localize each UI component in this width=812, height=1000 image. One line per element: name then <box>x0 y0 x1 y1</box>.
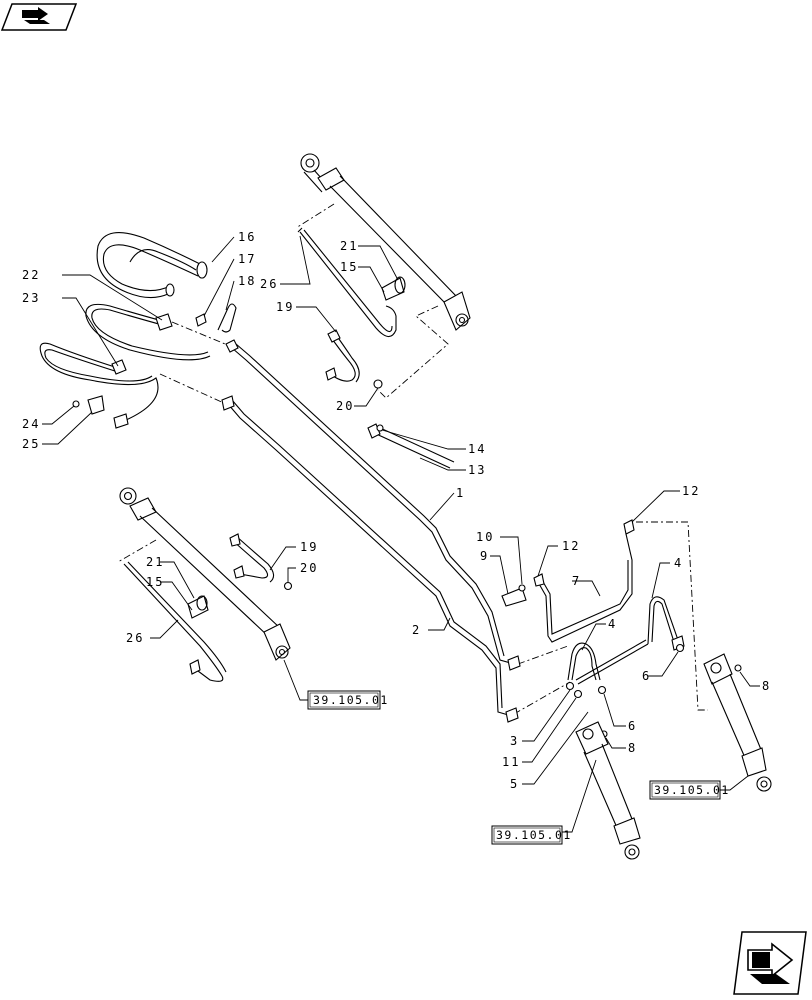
next-page-icon[interactable] <box>733 931 807 995</box>
hose-4 <box>567 596 685 685</box>
clip-18 <box>217 303 237 333</box>
clamp-9 <box>501 587 527 607</box>
fitting-10 <box>518 584 526 592</box>
svg-text:39.105.01: 39.105.01 <box>496 828 572 842</box>
callout-14: 14 <box>468 442 486 456</box>
callout-22: 22 <box>22 268 40 282</box>
fitting-24 <box>72 400 80 408</box>
left-lift-cylinder <box>119 487 291 661</box>
fitting-8-right <box>734 664 742 672</box>
callout-4a: 4 <box>608 617 617 631</box>
callout-16: 16 <box>238 230 256 244</box>
callout-15a: 15 <box>340 260 358 274</box>
coil-hose-16 <box>96 232 208 299</box>
clamp-25 <box>87 395 105 415</box>
tube-7 <box>533 519 635 643</box>
reference-box-right[interactable]: 39.105.01 <box>649 780 730 800</box>
connection-dash-5 <box>517 645 569 665</box>
callout-6a: 6 <box>642 669 651 683</box>
callout-20a: 20 <box>336 399 354 413</box>
callout-15b: 15 <box>146 575 164 589</box>
lower-hose-19 <box>229 533 275 583</box>
callout-24: 24 <box>22 417 40 431</box>
connection-dash-1 <box>171 321 231 347</box>
lower-clamp-15 <box>187 595 209 619</box>
upper-lift-cylinder <box>300 153 471 331</box>
callout-26a: 26 <box>260 277 278 291</box>
long-tube-2 <box>221 395 519 723</box>
callout-18: 18 <box>238 274 256 288</box>
fitting-6-upper <box>675 643 685 653</box>
lower-fitting-20 <box>283 581 293 591</box>
callout-8a: 8 <box>762 679 771 693</box>
callout-10: 10 <box>476 530 494 544</box>
callout-7: 7 <box>572 574 581 588</box>
upper-cylinder-dash-outline <box>295 203 449 399</box>
left-cylinder-dash-outline <box>117 539 157 563</box>
connection-dash-2 <box>159 373 227 405</box>
callout-3: 3 <box>510 734 519 748</box>
fitting-11 <box>573 689 583 699</box>
callout-8b: 8 <box>628 741 637 755</box>
upper-fitting-20 <box>373 379 383 389</box>
callout-19a: 19 <box>276 300 294 314</box>
right-tilt-cylinder <box>703 653 772 792</box>
callout-4b: 4 <box>674 556 683 570</box>
callout-20b: 20 <box>300 561 318 575</box>
callout-21b: 21 <box>146 555 164 569</box>
sleeve-13-14 <box>367 423 455 469</box>
callout-11: 11 <box>502 755 520 769</box>
connection-dash-3 <box>636 521 708 711</box>
lower-tube-26 <box>123 561 227 682</box>
callout-5: 5 <box>510 777 519 791</box>
callout-26b: 26 <box>126 631 144 645</box>
hose-22 <box>85 303 211 361</box>
callout-25: 25 <box>22 437 40 451</box>
callout-1: 1 <box>456 486 465 500</box>
previous-page-icon[interactable] <box>0 3 78 31</box>
upper-hose-19 <box>325 329 360 383</box>
callout-12a: 12 <box>682 484 700 498</box>
callout-6b: 6 <box>628 719 637 733</box>
callout-2: 2 <box>412 623 421 637</box>
reference-box-left[interactable]: 39.105.01 <box>307 690 389 710</box>
callout-9: 9 <box>480 549 489 563</box>
callout-13: 13 <box>468 463 486 477</box>
reference-box-center[interactable]: 39.105.01 <box>491 825 572 845</box>
long-tube-1 <box>225 339 521 671</box>
upper-tube-26 <box>297 227 397 338</box>
hose-23 <box>39 342 159 429</box>
fitting-17 <box>195 313 207 327</box>
center-tilt-cylinder <box>575 721 641 860</box>
fitting-6-lower <box>597 685 607 695</box>
callout-17: 17 <box>238 252 256 266</box>
connection-dash-6 <box>513 681 571 715</box>
callout-12b: 12 <box>562 539 580 553</box>
fitting-3 <box>565 681 575 691</box>
leader-lines <box>42 235 760 833</box>
svg-text:39.105.01: 39.105.01 <box>313 693 389 707</box>
callout-21a: 21 <box>340 239 358 253</box>
svg-text:39.105.01: 39.105.01 <box>654 783 730 797</box>
upper-clamp-15 <box>381 276 406 301</box>
callout-19b: 19 <box>300 540 318 554</box>
callout-23: 23 <box>22 291 40 305</box>
